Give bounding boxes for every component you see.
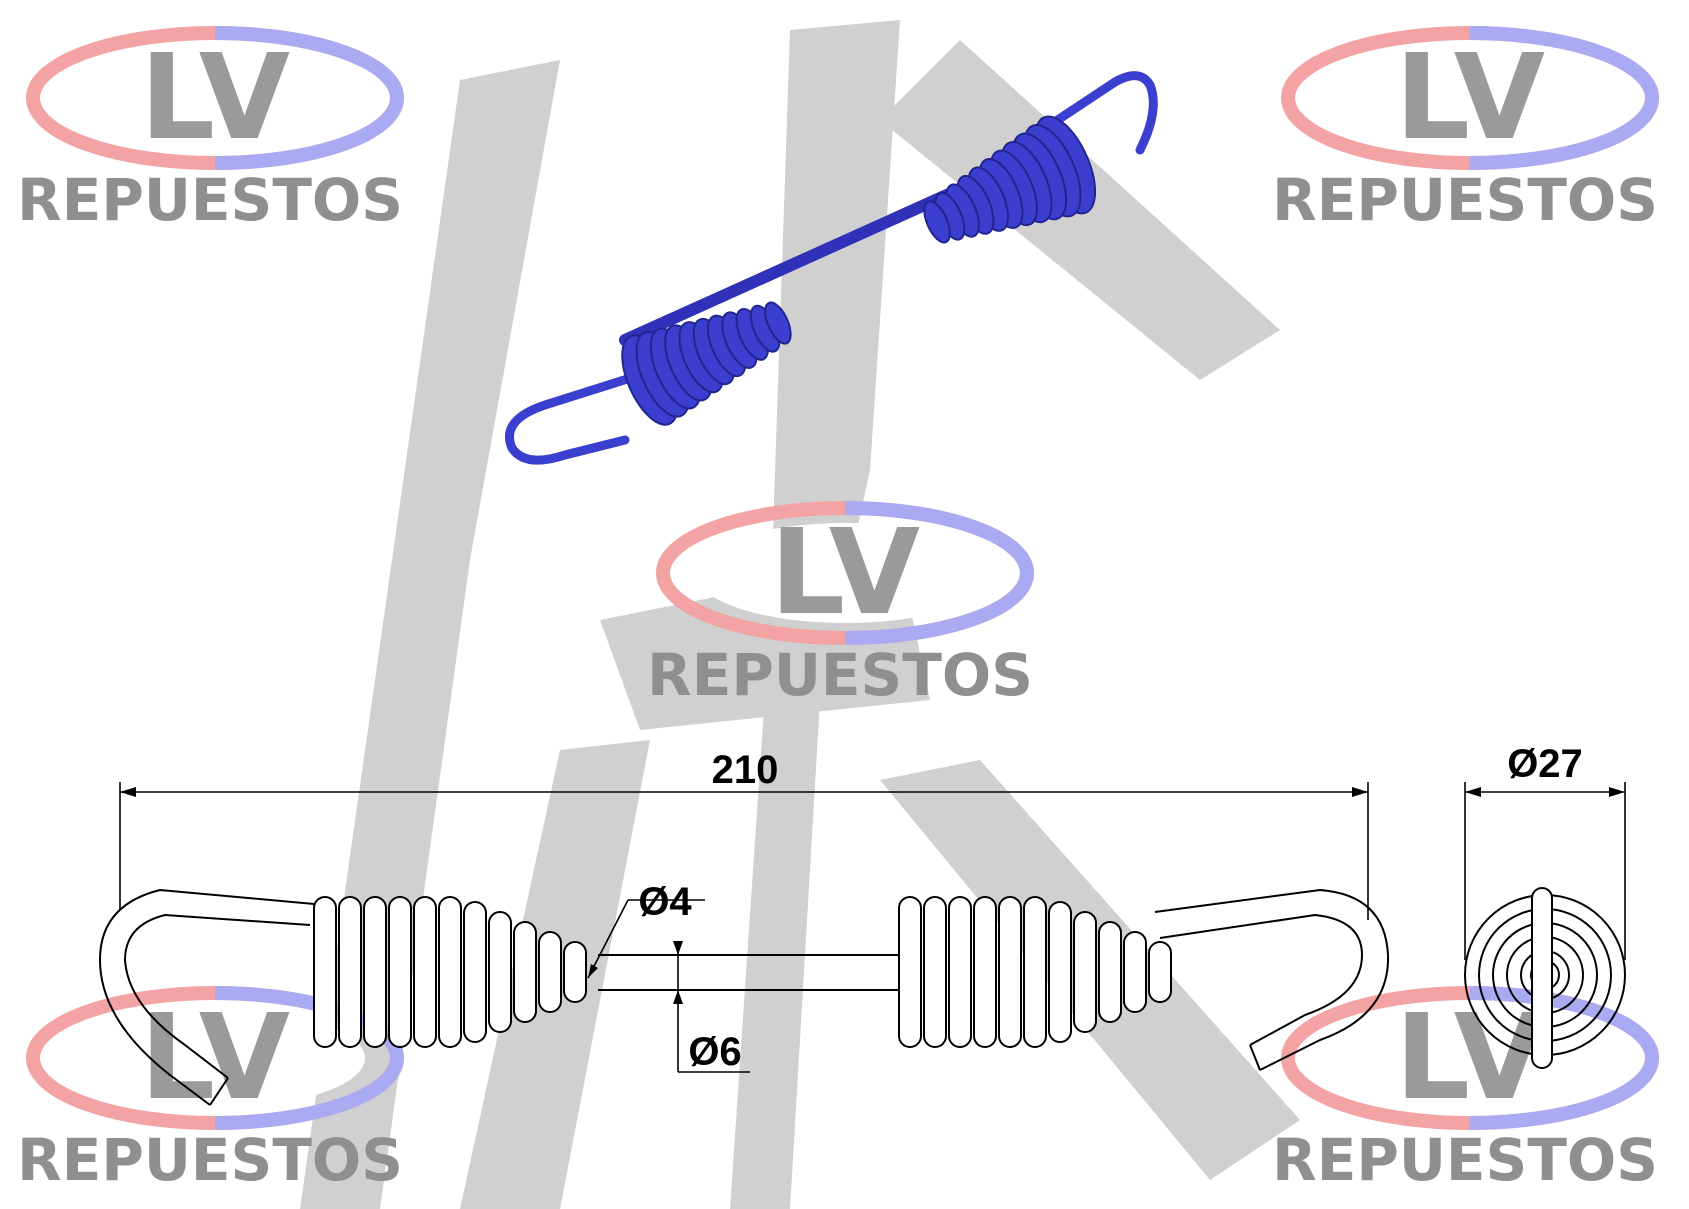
- coil-turn: [973, 896, 997, 1048]
- spring-side-view: [98, 888, 1390, 1106]
- spring-3d-render: [505, 71, 1158, 465]
- coil-turn: [764, 301, 792, 345]
- dimension-shank-diameter-label: Ø6: [688, 1030, 741, 1074]
- coil-turn: [513, 921, 537, 1023]
- coil-turn: [1148, 941, 1172, 1003]
- dimension-lines: [119, 782, 1626, 1073]
- coil-turn: [488, 911, 512, 1033]
- dimension-coil-diameter-label: Ø27: [1507, 742, 1583, 786]
- watermark-top-left: [17, 28, 403, 234]
- spring-3d-coils-left: [621, 301, 792, 426]
- coil-turn: [313, 896, 337, 1048]
- coil-turn: [338, 896, 362, 1048]
- coil-turn: [413, 896, 437, 1048]
- coil-turn: [1073, 911, 1097, 1033]
- coil-turn: [1098, 921, 1122, 1023]
- coil-turn: [388, 896, 412, 1048]
- dimension-wire-diameter-label: Ø4: [638, 880, 692, 924]
- coil-turn: [563, 941, 587, 1003]
- spring-3d-coils-right: [923, 115, 1097, 244]
- coil-turn: [923, 200, 951, 244]
- coil-turn: [363, 896, 387, 1048]
- spring-end-view: [1464, 887, 1626, 1069]
- side-view-coils-left: [313, 896, 587, 1048]
- side-view-coils-right: [898, 896, 1172, 1048]
- coil-turn: [538, 931, 562, 1013]
- coil-turn: [463, 901, 487, 1043]
- dimension-length-label: 210: [712, 748, 779, 792]
- watermark-top-right: [1272, 28, 1658, 234]
- coil-turn: [923, 896, 947, 1048]
- coil-turn: [438, 896, 462, 1048]
- coil-turn: [898, 896, 922, 1048]
- coil-turn: [1023, 896, 1047, 1048]
- coil-turn: [998, 896, 1022, 1048]
- coil-turn: [1048, 901, 1072, 1043]
- watermark-bottom-right: [1272, 988, 1658, 1194]
- coil-turn: [948, 896, 972, 1048]
- coil-turn: [1123, 931, 1147, 1013]
